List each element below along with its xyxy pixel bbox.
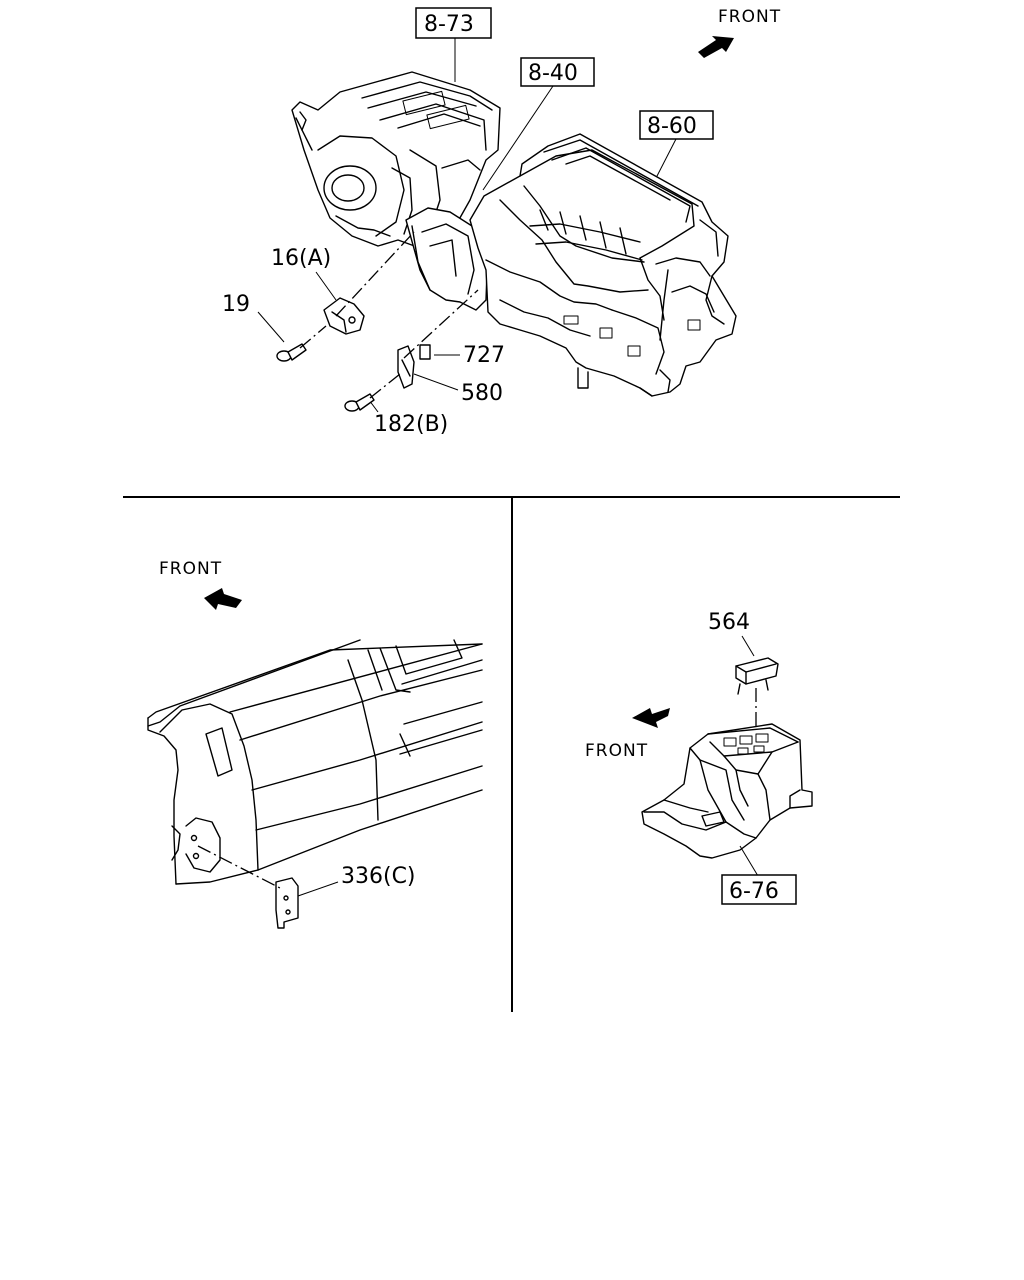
screw-182b-drawing (344, 393, 375, 412)
front-arrow-icon-bottom-right (632, 708, 670, 728)
part-label-336c[interactable]: 336(C) (341, 864, 416, 889)
instrument-panel-drawing (147, 639, 483, 885)
leader-564 (741, 635, 755, 657)
dash-580 (403, 289, 479, 359)
leader-8-40 (482, 85, 554, 191)
duct-connector-drawing (405, 207, 489, 311)
front-arrow-icon-bottom-left (204, 588, 242, 610)
ref-label-8-73: 8-73 (424, 12, 474, 37)
bottom-right-panel: FRONT 564 (585, 610, 813, 905)
clip-727-drawing (419, 344, 431, 360)
ref-label-8-60: 8-60 (647, 114, 697, 139)
dash-182b (369, 373, 401, 399)
ref-box-8-60[interactable]: 8-60 (639, 110, 714, 140)
dash-16a (335, 231, 415, 317)
cap-564-drawing (735, 657, 779, 695)
ref-box-8-40[interactable]: 8-40 (520, 57, 595, 87)
dash-336c (197, 845, 281, 889)
front-label-top: FRONT (718, 7, 781, 27)
leader-8-60 (655, 138, 677, 179)
heater-unit-drawing (469, 133, 737, 397)
part-label-182b[interactable]: 182(B) (374, 412, 448, 437)
front-label-bottom-right: FRONT (585, 741, 648, 761)
top-panel: FRONT 8-73 8-40 8-60 (222, 7, 781, 437)
leader-580 (413, 373, 459, 391)
part-label-564[interactable]: 564 (708, 610, 750, 635)
front-label-bottom-left: FRONT (159, 559, 222, 579)
console-drawing (641, 723, 813, 859)
part-label-16a[interactable]: 16(A) (271, 246, 331, 271)
blower-unit-drawing (291, 71, 501, 249)
leader-336c (297, 881, 339, 897)
ref-label-8-40: 8-40 (528, 61, 578, 86)
ref-label-6-76: 6-76 (729, 879, 779, 904)
part-label-19[interactable]: 19 (222, 292, 250, 317)
part-label-727[interactable]: 727 (463, 343, 505, 368)
ref-box-6-76[interactable]: 6-76 (721, 874, 797, 905)
bottom-left-panel: FRONT 33 (147, 559, 483, 929)
leader-6-76 (739, 845, 759, 877)
leader-19 (257, 311, 285, 343)
screw-19-drawing (276, 343, 307, 362)
ref-box-8-73[interactable]: 8-73 (415, 7, 492, 39)
bracket-336c-drawing (275, 877, 299, 929)
front-arrow-icon-top (698, 36, 734, 58)
dash-19 (299, 325, 327, 349)
bracket-16a-drawing (323, 297, 365, 335)
leader-16a (315, 271, 337, 301)
bracket-580-drawing (397, 345, 415, 389)
part-label-580[interactable]: 580 (461, 381, 503, 406)
